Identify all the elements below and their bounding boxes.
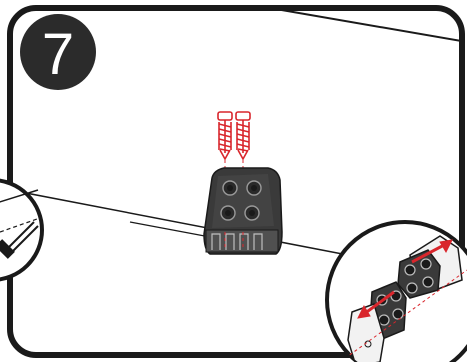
- screw-icon: [217, 111, 251, 161]
- step-number-badge: 7: [20, 14, 96, 90]
- bracket-detail-circle: [325, 220, 467, 362]
- mounting-bracket: [203, 167, 283, 255]
- step-number: 7: [42, 22, 74, 87]
- tool-detail-circle: [0, 178, 44, 282]
